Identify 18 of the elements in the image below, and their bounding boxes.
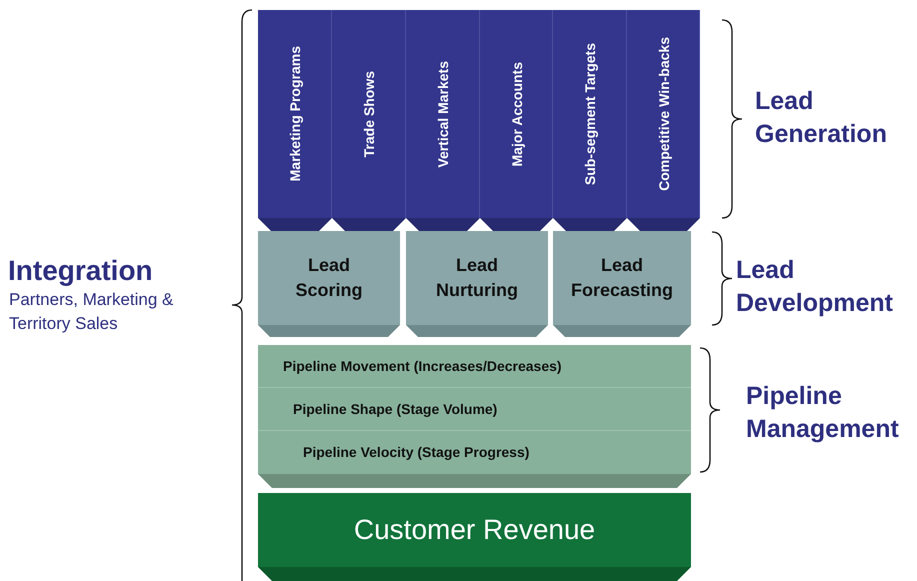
column-label: Marketing Programs [288,46,302,182]
row-label: Pipeline Velocity (Stage Progress) [303,443,530,462]
section-label: Integration [8,254,153,288]
row-label: Pipeline Shape (Stage Volume) [293,400,498,419]
section-label: Pipeline Management [746,381,900,445]
column-label: Major Accounts [510,62,524,166]
revenue-label: Customer Revenue [354,513,596,547]
stage-label: Lead Scoring [294,254,364,302]
stage-label: Lead Forecasting [570,254,674,302]
column-label: Competitive Win-backs [656,37,670,191]
section-label: Lead Development [736,255,894,319]
column-label: Vertical Markets [436,60,450,168]
column-label: Trade Shows [362,70,376,158]
column-label: Sub-segment Targets [583,42,597,186]
section-description: Partners, Marketing & Territory Sales [9,289,174,335]
section-label: Lead Generation [755,86,888,150]
row-label: Pipeline Movement (Increases/Decreases) [283,357,562,376]
stage-label: Lead Nurturing [435,254,519,302]
